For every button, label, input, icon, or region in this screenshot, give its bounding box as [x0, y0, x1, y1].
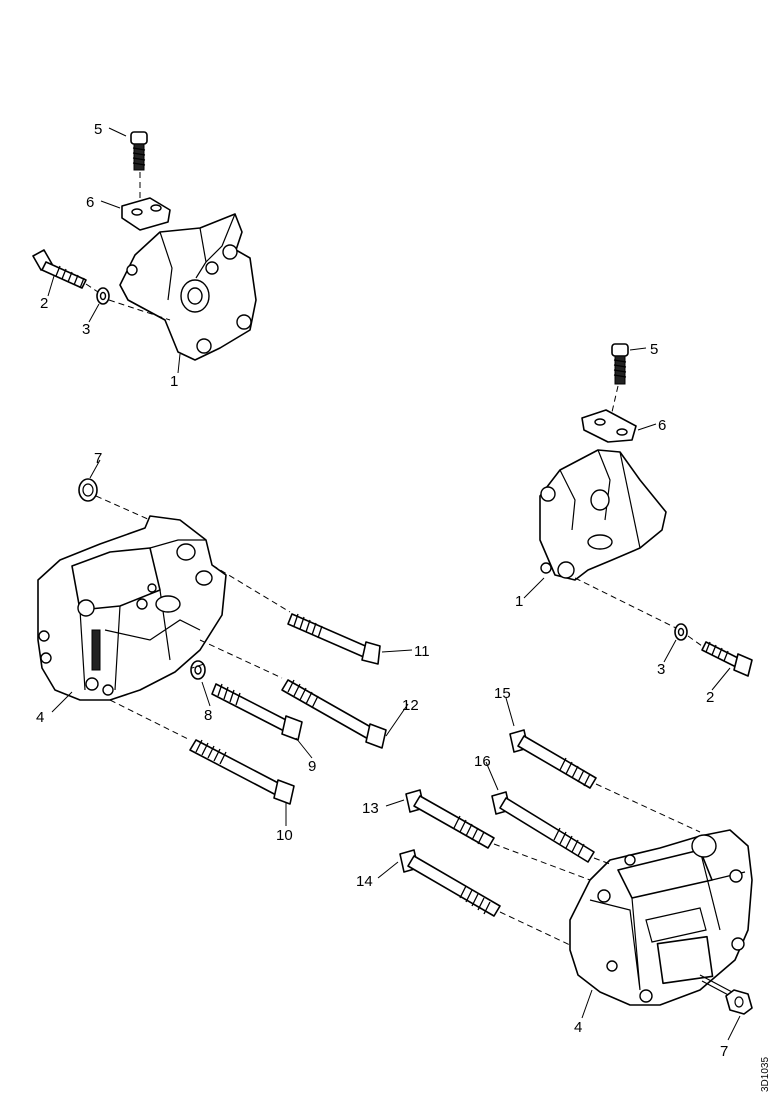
- bolt-5-right: [611, 343, 629, 385]
- bracket-4-left: [37, 515, 227, 701]
- mount-1-right: [539, 449, 667, 581]
- callout-10: 10: [276, 827, 293, 844]
- callout-4-right: 4: [574, 1019, 582, 1036]
- callout-labels: 5 6 2 3 1 5 6 1 3 2 7 4 8 9 10 11 12 15 …: [36, 121, 728, 1060]
- bolt-13: [405, 789, 495, 849]
- callout-7-left: 7: [94, 450, 102, 467]
- callout-5-right: 5: [650, 341, 658, 358]
- callout-16: 16: [474, 753, 491, 770]
- washer-3-top: [96, 287, 110, 305]
- callout-11: 11: [414, 643, 430, 660]
- nut-7-left: [78, 478, 98, 502]
- callout-15: 15: [494, 685, 511, 702]
- mount-1-top: [119, 213, 257, 361]
- callout-6-right: 6: [658, 417, 666, 434]
- callout-2-right: 2: [706, 689, 714, 706]
- bolt-15: [509, 729, 597, 789]
- bolt-14: [399, 849, 501, 917]
- reference-code: 3D1035: [760, 1057, 771, 1092]
- right-mount-group: [539, 343, 753, 677]
- bolt-11: [287, 613, 381, 665]
- bolt-16: [491, 791, 595, 863]
- callout-8: 8: [204, 707, 212, 724]
- callout-13: 13: [362, 800, 379, 817]
- bolt-5-top: [130, 131, 148, 171]
- nut-7-right: [699, 974, 753, 1015]
- plate-6-top: [121, 197, 171, 231]
- callout-7-right: 7: [720, 1043, 728, 1060]
- callout-9: 9: [308, 758, 316, 775]
- bolt-12: [281, 679, 387, 749]
- top-mount-group: [32, 131, 257, 361]
- bolt-2-right: [701, 641, 753, 677]
- callout-3-right: 3: [657, 661, 665, 678]
- bracket-4-right: [569, 829, 753, 1006]
- washer-8: [190, 660, 206, 680]
- callout-6-top: 6: [86, 194, 94, 211]
- bolt-2-top: [32, 249, 87, 289]
- left-bracket-group: [37, 478, 387, 805]
- washer-3-right: [674, 623, 688, 641]
- callout-14: 14: [356, 873, 373, 890]
- callout-1-top: 1: [170, 373, 178, 390]
- bolt-9: [211, 683, 303, 741]
- callout-2-top: 2: [40, 295, 48, 312]
- plate-6-right: [581, 409, 637, 443]
- callout-1-right: 1: [515, 593, 523, 610]
- callout-3-top: 3: [82, 321, 90, 338]
- right-bracket-group: [399, 729, 753, 1015]
- callout-5-top: 5: [94, 121, 102, 138]
- leader-lines: [47, 127, 741, 1041]
- bolt-10: [189, 739, 295, 805]
- callout-4-left: 4: [36, 709, 44, 726]
- callout-12: 12: [402, 697, 419, 714]
